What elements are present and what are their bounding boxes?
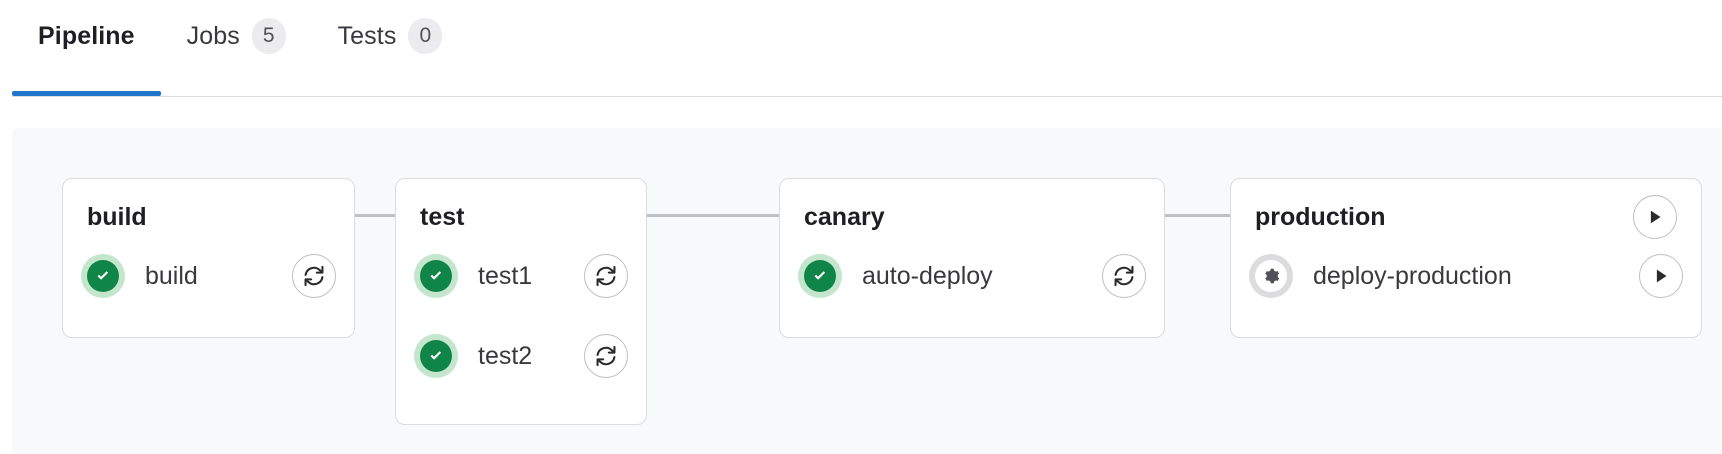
connector-canary-production [1165, 214, 1230, 217]
stage-jobs-production: deploy-production [1231, 233, 1701, 327]
stage-title-build: build [87, 202, 147, 231]
job-row[interactable]: deploy-production [1249, 245, 1683, 307]
stage-card-test[interactable]: test test1 [395, 178, 647, 425]
pipeline-graph-panel: build build [12, 128, 1722, 454]
stage-title-test: test [420, 202, 465, 231]
stage-header-canary: canary [780, 179, 1164, 233]
job-name: deploy-production [1313, 261, 1512, 290]
job-row[interactable]: test1 [414, 245, 628, 307]
stage-header-production: production [1231, 179, 1701, 239]
play-icon[interactable] [1639, 254, 1683, 298]
job-name: test2 [478, 341, 533, 370]
stage-card-canary[interactable]: canary auto-deploy [779, 178, 1165, 338]
connector-test-canary [647, 214, 779, 217]
job-row[interactable]: build [81, 245, 336, 307]
stage-jobs-test: test1 [396, 233, 646, 407]
retry-icon[interactable] [1102, 254, 1146, 298]
tab-jobs[interactable]: Jobs 5 [161, 0, 312, 96]
job-name: test1 [478, 261, 533, 290]
tab-jobs-badge: 5 [251, 18, 286, 54]
gear-icon [1249, 254, 1293, 298]
stage-jobs-build: build [63, 233, 354, 327]
stage-header-test: test [396, 179, 646, 233]
tab-tests-label: Tests [337, 21, 397, 50]
connector-build-test [355, 214, 395, 217]
job-name: auto-deploy [862, 261, 993, 290]
stage-header-build: build [63, 179, 354, 233]
retry-icon[interactable] [292, 254, 336, 298]
stage-title-canary: canary [804, 202, 885, 231]
retry-icon[interactable] [584, 334, 628, 378]
retry-icon[interactable] [584, 254, 628, 298]
pipeline-tabbar: Pipeline Jobs 5 Tests 0 [0, 0, 1722, 97]
job-row[interactable]: auto-deploy [798, 245, 1146, 307]
tab-jobs-label: Jobs [186, 21, 240, 50]
tab-pipeline-label: Pipeline [38, 21, 135, 50]
tab-tests-badge: 0 [408, 18, 443, 54]
tab-active-indicator [12, 91, 161, 96]
stage-card-production[interactable]: production [1230, 178, 1702, 338]
check-circle-icon [414, 334, 458, 378]
stage-jobs-canary: auto-deploy [780, 233, 1164, 327]
tab-tests[interactable]: Tests 0 [312, 0, 469, 96]
job-row[interactable]: test2 [414, 325, 628, 387]
check-circle-icon [414, 254, 458, 298]
check-circle-icon [81, 254, 125, 298]
check-circle-icon [798, 254, 842, 298]
play-icon[interactable] [1633, 195, 1677, 239]
tab-pipeline[interactable]: Pipeline [12, 0, 161, 96]
stage-card-build[interactable]: build build [62, 178, 355, 338]
stage-title-production: production [1255, 202, 1386, 231]
pipeline-stages: build build [12, 128, 1722, 454]
job-name: build [145, 261, 198, 290]
